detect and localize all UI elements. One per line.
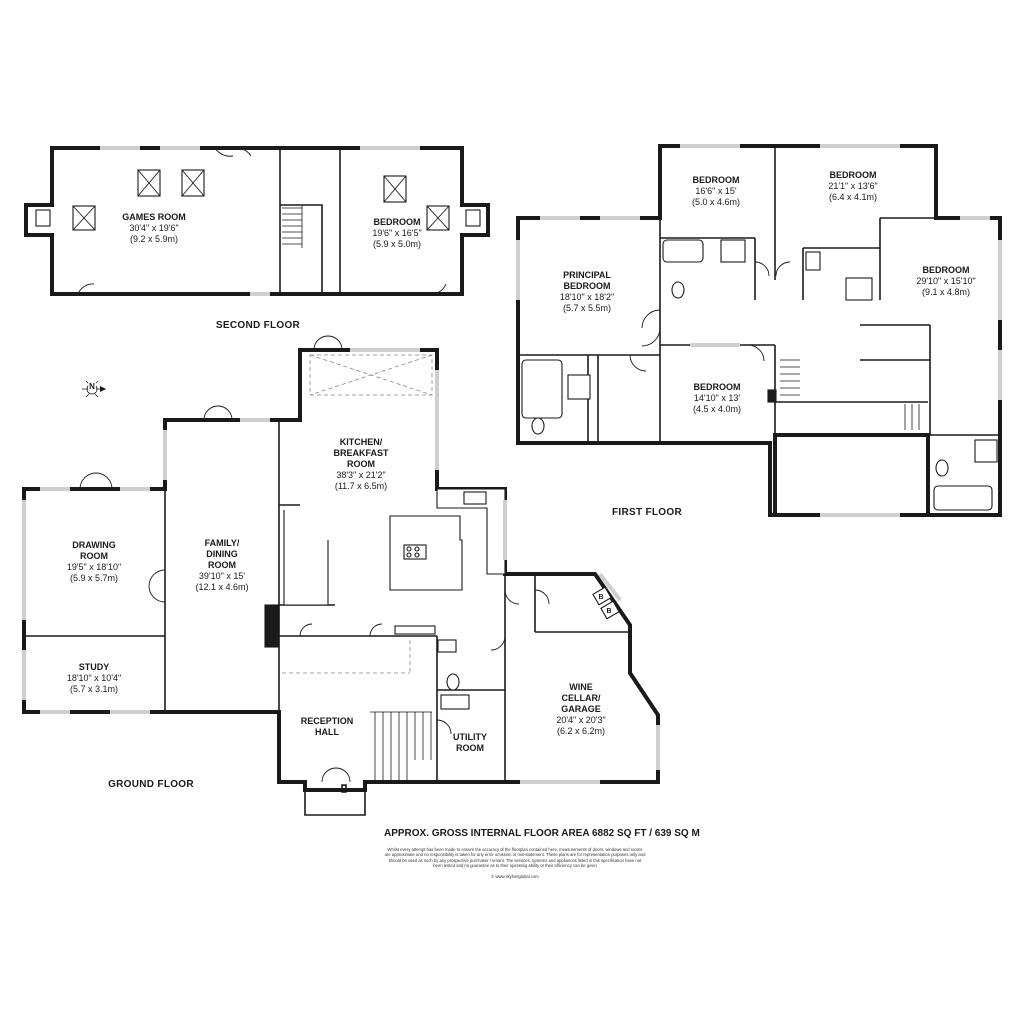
second-floor-plan — [24, 146, 490, 296]
room-name-line1: PRINCIPAL — [563, 270, 611, 280]
room-name-line3: GARAGE — [561, 704, 601, 714]
room-imperial: 29'10" x 15'10" — [916, 276, 976, 286]
room-name-line1: DRAWING — [72, 540, 116, 550]
room-name-line1: FAMILY/ — [204, 538, 240, 548]
credit-text: © www.skyhintglobal.com — [491, 874, 539, 879]
room-name-line2: ROOM — [80, 551, 108, 561]
room-imperial: 19'6" x 16'5" — [372, 228, 422, 238]
room-name: BEDROOM — [922, 265, 970, 275]
disclaimer-text: Whilst every attempt has been made to en… — [384, 847, 646, 868]
room-name-line2: ROOM — [456, 743, 484, 753]
boiler-mark: B — [598, 594, 604, 601]
family-dining-room-label: FAMILY/ DINING ROOM 39'10" x 15' (12.1 x… — [195, 538, 248, 593]
room-imperial: 16'6" x 15' — [695, 186, 737, 196]
room-metric: (6.2 x 6.2m) — [556, 726, 606, 736]
room-metric: (5.9 x 5.7m) — [69, 573, 118, 583]
kitchen-breakfast-room-label: KITCHEN/ BREAKFAST ROOM 38'3" x 21'2" (1… — [333, 437, 388, 492]
room-imperial: 38'3" x 21'2" — [336, 470, 386, 480]
study-label: STUDY 18'10" x 10'4" (5.7 x 3.1m) — [67, 662, 121, 695]
room-metric: (9.1 x 4.8m) — [921, 287, 970, 297]
windows — [22, 144, 1002, 784]
room-metric: (5.0 x 4.6m) — [691, 197, 741, 207]
room-name: BEDROOM — [829, 170, 877, 180]
drawing-room-label: DRAWING ROOM 19'5" x 18'10" (5.9 x 5.7m) — [67, 540, 121, 584]
room-imperial: 39'10" x 15' — [198, 571, 246, 581]
room-imperial: 18'10" x 10'4" — [66, 673, 122, 683]
ground-floor-plan — [22, 335, 660, 816]
room-metric: (5.7 x 3.1m) — [69, 684, 118, 694]
room-metric: (6.4 x 4.1m) — [828, 192, 878, 202]
bedroom-b-label: BEDROOM 21'1" x 13'6" (6.4 x 4.1m) — [828, 170, 877, 203]
room-imperial: 14'10" x 13' — [693, 393, 741, 403]
games-room-label: GAMES ROOM 30'4" x 19'6" (9.2 x 5.9m) — [122, 212, 186, 245]
wine-cellar-garage-label: WINE CELLAR/ GARAGE 20'4" x 20'3" (6.2 x… — [556, 682, 605, 737]
compass-letter: N — [88, 381, 96, 392]
bedroom-a-label: BEDROOM 16'6" x 15' (5.0 x 4.6m) — [692, 175, 740, 208]
boiler-mark: B — [606, 608, 612, 615]
bedroom-d-label: BEDROOM 14'10" x 13' (4.5 x 4.0m) — [693, 382, 741, 415]
room-name-line1: RECEPTION — [300, 716, 354, 726]
room-name-line1: KITCHEN/ — [339, 437, 383, 447]
ground-floor-label: GROUND FLOOR — [108, 779, 194, 790]
room-name: BEDROOM — [692, 175, 740, 185]
room-name-line2: HALL — [314, 727, 339, 737]
room-imperial: 19'5" x 18'10" — [66, 562, 122, 572]
room-imperial: 30'4" x 19'6" — [129, 223, 179, 233]
reception-hall-label: RECEPTION HALL — [301, 716, 354, 738]
room-name-line2: CELLAR/ — [561, 693, 601, 703]
room-name-line3: ROOM — [346, 459, 375, 469]
first-floor-label: FIRST FLOOR — [612, 507, 682, 518]
room-name-line1: WINE — [569, 682, 593, 692]
second-floor-bedroom-label: BEDROOM 19'6" x 16'5" (5.9 x 5.0m) — [372, 217, 421, 250]
first-floor-plan — [516, 144, 1002, 517]
room-metric: (5.7 x 5.5m) — [562, 303, 611, 313]
second-floor-label: SECOND FLOOR — [215, 320, 301, 331]
gross-floor-area: APPROX. GROSS INTERNAL FLOOR AREA 6882 S… — [384, 828, 700, 839]
room-metric: (11.7 x 6.5m) — [334, 481, 388, 491]
room-name-line1: UTILITY — [453, 732, 487, 742]
room-name: GAMES ROOM — [122, 212, 186, 222]
room-imperial: 20'4" x 20'3" — [556, 715, 606, 725]
room-imperial: 21'1" x 13'6" — [828, 181, 878, 191]
room-name-line2: DINING — [206, 549, 238, 559]
bedroom-c-label: BEDROOM 29'10" x 15'10" (9.1 x 4.8m) — [916, 265, 975, 298]
room-metric: (12.1 x 4.6m) — [195, 582, 249, 592]
room-metric: (5.9 x 5.0m) — [372, 239, 422, 249]
room-imperial: 18'10" x 18'2" — [559, 292, 615, 302]
room-metric: (9.2 x 5.9m) — [129, 234, 179, 244]
room-name-line2: BEDROOM — [563, 281, 611, 291]
room-name: BEDROOM — [693, 382, 741, 392]
room-metric: (4.5 x 4.0m) — [692, 404, 742, 414]
room-name: STUDY — [78, 662, 110, 672]
room-name-line2: BREAKFAST — [333, 448, 389, 458]
room-name-line3: ROOM — [208, 560, 236, 570]
utility-room-label: UTILITY ROOM — [453, 732, 487, 754]
room-name: BEDROOM — [373, 217, 421, 227]
principal-bedroom-label: PRINCIPAL BEDROOM 18'10" x 18'2" (5.7 x … — [560, 270, 614, 314]
